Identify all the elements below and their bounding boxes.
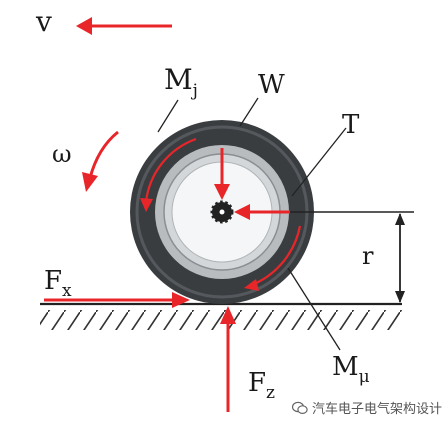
- wechat-icon: [292, 401, 308, 415]
- inertia-moment-label: Mj: [164, 63, 198, 100]
- radius-dimension: [395, 213, 405, 303]
- longitudinal-force-main: F: [44, 266, 63, 296]
- angular-velocity-arrow: [82, 130, 119, 192]
- rolling-moment-sub: μ: [358, 367, 370, 387]
- load-arrow: [214, 148, 230, 200]
- rolling-moment-arrow: [244, 225, 302, 291]
- torque-label: T: [342, 110, 360, 140]
- hub-icon: [210, 200, 234, 224]
- inertia-moment-arrow: [140, 137, 197, 212]
- normal-force-arrow: [220, 306, 236, 412]
- watermark: 汽车电子电气架构设计: [292, 398, 442, 417]
- torque-leader-line: [291, 127, 347, 197]
- radius-label: r: [362, 242, 374, 270]
- angular-velocity-label: ω: [52, 140, 72, 168]
- normal-force-label: Fz: [248, 368, 275, 402]
- rolling-leader-line: [287, 267, 341, 351]
- velocity-arrow: [76, 17, 172, 35]
- longitudinal-force-sub: x: [62, 281, 72, 301]
- inertia-moment-sub: j: [192, 81, 198, 101]
- rolling-moment-label: Mμ: [332, 352, 370, 386]
- inertia-moment-main: M: [164, 63, 193, 96]
- normal-force-sub: z: [266, 383, 276, 403]
- velocity-label: v: [36, 5, 52, 38]
- longitudinal-force-label: Fx: [44, 266, 72, 300]
- inertia-leader-line: [157, 99, 179, 133]
- load-label: W: [258, 70, 285, 100]
- normal-force-main: F: [248, 368, 267, 398]
- load-leader-line: [239, 97, 259, 127]
- rolling-moment-main: M: [332, 352, 359, 382]
- torque-arrow: [234, 204, 414, 220]
- longitudinal-force-arrow: [44, 292, 190, 308]
- watermark-text: 汽车电子电气架构设计: [312, 402, 443, 417]
- ground: [40, 300, 402, 330]
